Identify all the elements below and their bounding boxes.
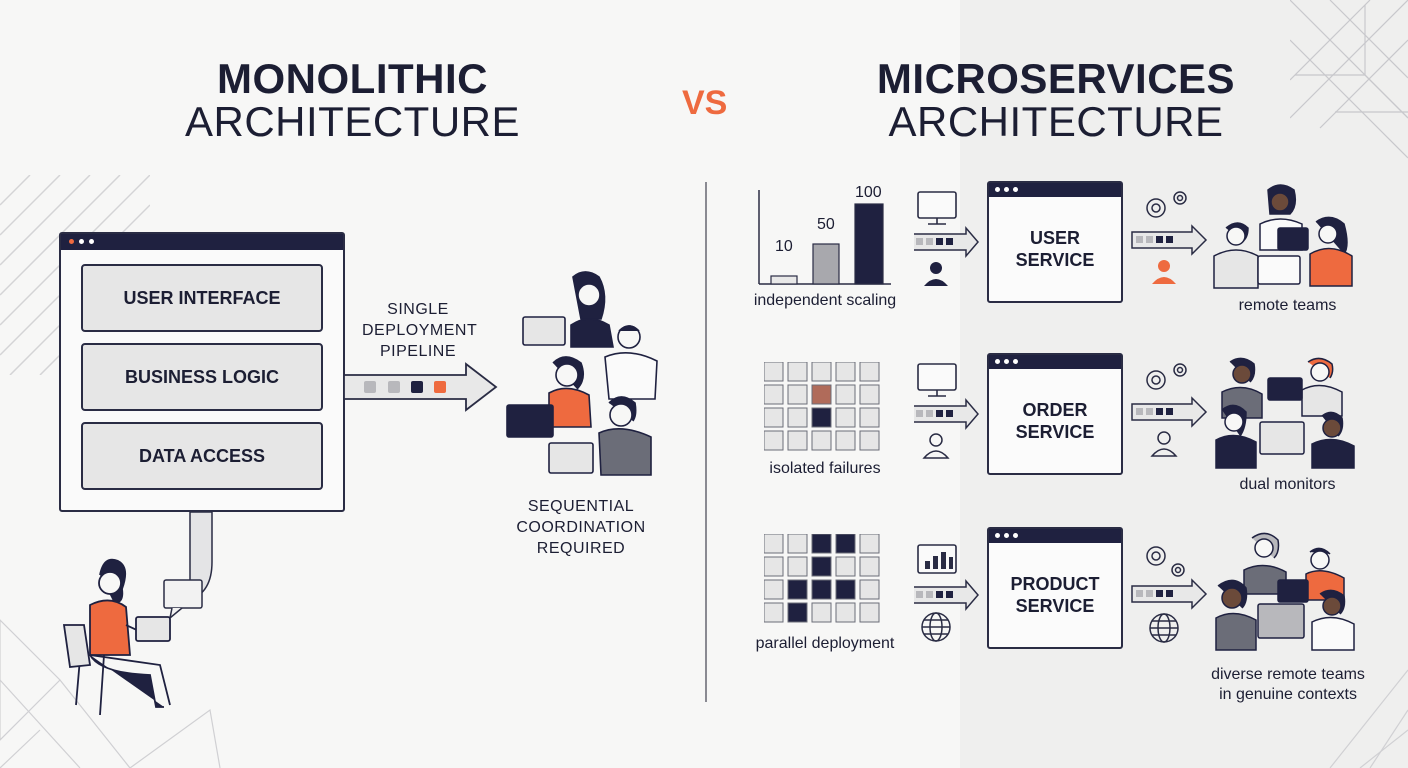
service-suffix: SERVICE	[1015, 422, 1095, 442]
solo-developer-illustration	[62, 558, 171, 716]
caption-remote-teams: remote teams	[1238, 297, 1337, 314]
monolith-window: USER INTERFACE BUSINESS LOGIC DATA ACCES…	[59, 232, 345, 512]
layer-user-interface: USER INTERFACE	[81, 264, 323, 332]
service-suffix: SERVICE	[1015, 250, 1095, 270]
lattice-decoration	[1290, 0, 1408, 159]
caption-diverse-teams-line2: in genuine contexts	[1219, 686, 1357, 703]
caption-parallel-deployment: parallel deployment	[755, 635, 895, 652]
chart-icon	[917, 544, 957, 574]
triangle-decoration	[0, 619, 221, 768]
window-titlebar	[61, 234, 343, 250]
dual-monitors-illustration	[1215, 357, 1355, 469]
layer-data-access: DATA ACCESS	[81, 422, 323, 490]
caption-dual-monitors: dual monitors	[1239, 476, 1336, 493]
bar-value-label: 10	[775, 238, 793, 255]
coordination-label-line3: REQUIRED	[536, 540, 626, 557]
service-name: PRODUCT	[1010, 574, 1100, 594]
service-name: USER	[1029, 228, 1080, 248]
pipeline-label: SINGLE DEPLOYMENT PIPELINE	[362, 299, 478, 362]
order-service-window: ORDER SERVICE	[987, 353, 1123, 475]
bar-value-label: 100	[855, 184, 882, 201]
microservices-title-line1: MICROSERVICES	[876, 55, 1236, 102]
scaling-bar	[854, 203, 884, 285]
sequential-team-illustration	[506, 271, 658, 476]
gear-icon	[1146, 363, 1187, 390]
monolithic-title-line1: MONOLITHIC	[217, 55, 488, 102]
coordination-label-line1: SEQUENTIAL	[527, 498, 635, 515]
diverse-teams-illustration	[1215, 532, 1355, 651]
user-service-window: USER SERVICE	[987, 181, 1123, 303]
scaling-bar-chart	[758, 190, 891, 285]
user-service-label: USER SERVICE	[989, 227, 1121, 271]
center-divider	[705, 182, 707, 702]
row1-left-connector	[914, 191, 979, 286]
row2-left-connector	[914, 363, 979, 459]
microservices-title: MICROSERVICES ARCHITECTURE	[860, 55, 1252, 145]
caption-isolated-failures: isolated failures	[769, 460, 881, 477]
globe-icon	[921, 612, 951, 642]
remote-team-illustration	[1213, 184, 1353, 289]
monitor-icon	[917, 191, 957, 219]
pipeline-label-line2: DEPLOYMENT	[362, 322, 478, 339]
row1-right-connector	[1131, 191, 1208, 284]
caption-diverse-teams-line1: diverse remote teams	[1211, 666, 1365, 683]
pipeline-arrow	[344, 362, 498, 412]
globe-icon	[1149, 613, 1179, 643]
monolithic-title: MONOLITHIC ARCHITECTURE	[180, 55, 525, 145]
coordination-label-line2: COORDINATION	[516, 519, 646, 536]
gear-icon	[1146, 191, 1187, 218]
product-service-window: PRODUCT SERVICE	[987, 527, 1123, 649]
parallel-deployment-grid	[764, 534, 880, 623]
scaling-bar	[770, 275, 798, 285]
service-suffix: SERVICE	[1015, 596, 1095, 616]
product-service-label: PRODUCT SERVICE	[989, 573, 1121, 617]
pipeline-label-line3: PIPELINE	[379, 343, 457, 360]
row3-right-connector	[1131, 546, 1208, 643]
row2-right-connector	[1131, 363, 1208, 457]
order-service-label: ORDER SERVICE	[989, 399, 1121, 443]
coordination-label: SEQUENTIAL COORDINATION REQUIRED	[508, 496, 654, 559]
vs-label: VS	[682, 84, 728, 122]
monolithic-title-line2: ARCHITECTURE	[184, 97, 520, 145]
caption-diverse-teams: diverse remote teams in genuine contexts	[1190, 665, 1386, 705]
layer-business-logic: BUSINESS LOGIC	[81, 343, 323, 411]
monitor-icon	[917, 363, 957, 391]
service-name: ORDER	[1022, 400, 1088, 420]
microservices-title-line2: ARCHITECTURE	[888, 97, 1224, 145]
bar-value-label: 50	[817, 216, 835, 233]
row3-left-connector	[914, 544, 979, 642]
triangle-decoration-right	[1329, 669, 1408, 768]
scaling-bar	[812, 243, 840, 285]
isolated-failures-grid	[764, 362, 880, 451]
caption-independent-scaling: independent scaling	[753, 292, 897, 309]
gear-icon	[1146, 546, 1185, 577]
monolith-connector	[163, 512, 213, 620]
pipeline-label-line1: SINGLE	[387, 301, 449, 318]
